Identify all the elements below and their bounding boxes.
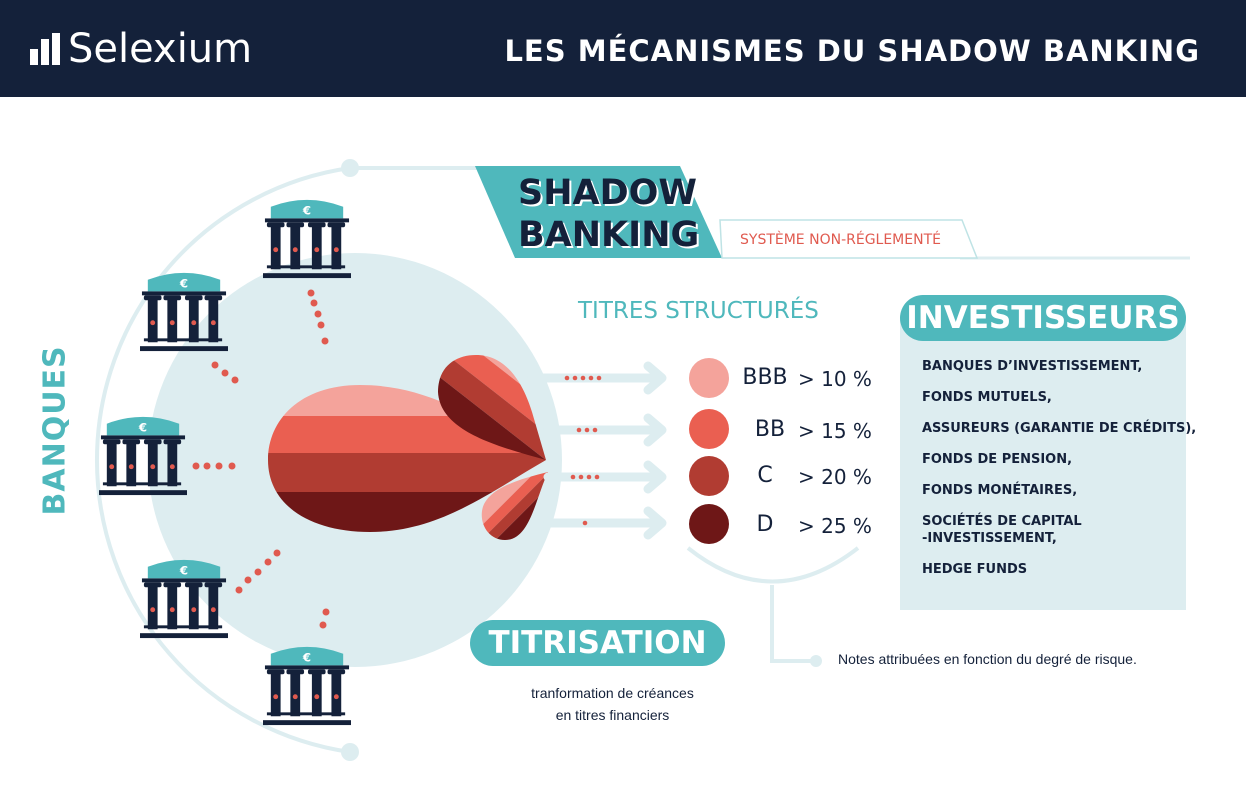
page-title: LES MÉCANISMES DU SHADOW BANKING	[504, 34, 1200, 68]
investors-heading: INVESTISSEURS	[900, 295, 1186, 341]
investor-item: FONDS MUTUELS,	[922, 390, 1052, 405]
titrisation-description: tranformation de créances en titres fina…	[531, 685, 694, 723]
bank-icon	[263, 646, 351, 726]
logo: Selexium	[68, 26, 253, 72]
rating-grade: BBB	[742, 365, 788, 390]
rating-rate: > 15 %	[798, 419, 872, 443]
investor-item: ASSUREURS (GARANTIE DE CRÉDITS),	[922, 421, 1197, 436]
investors-list: BANQUES D’INVESTISSEMENT, FONDS MUTUELS,…	[922, 358, 1196, 592]
title-line: BANKING	[518, 215, 700, 255]
bank-icon	[140, 272, 228, 352]
rating-rate: > 25 %	[798, 514, 872, 538]
ratings-note: Notes attribuées en fonction du degré de…	[838, 651, 1137, 667]
investor-item: HEDGE FUNDS	[922, 562, 1028, 577]
arc-end-dot	[341, 159, 359, 177]
titres-heading: TITRES STRUCTURÉS	[578, 298, 819, 324]
arc-end-dot	[341, 743, 359, 761]
investor-item: SOCIÉTÉS DE CAPITAL -INVESTISSEMENT,	[922, 514, 1082, 546]
header-bar: Selexium LES MÉCANISMES DU SHADOW BANKIN…	[0, 0, 1246, 97]
shadow-banking-banner	[475, 166, 722, 258]
banques-label: BANQUES	[37, 345, 73, 516]
flow-dots	[192, 289, 330, 629]
rating-dot-bb	[689, 409, 729, 449]
rating-rate: > 10 %	[798, 367, 872, 391]
rating-grade: BB	[754, 417, 786, 442]
logo-bars-icon	[30, 33, 60, 65]
investors-panel	[900, 318, 1186, 610]
investor-item: FONDS DE PENSION,	[922, 452, 1073, 467]
bank-icon	[263, 199, 351, 279]
rating-dot-d	[689, 504, 729, 544]
bank-icon	[99, 416, 187, 496]
rating-grade: C	[757, 463, 773, 488]
investor-item: FONDS MONÉTAIRES,	[922, 483, 1078, 498]
shadow-banking-subtitle: SYSTÈME NON-RÉGLEMENTÉ	[740, 232, 941, 248]
rating-grade: D	[756, 512, 774, 537]
rating-rate: > 20 %	[798, 465, 872, 489]
investor-item: BANQUES D’INVESTISSEMENT,	[922, 359, 1143, 374]
titrisation-heading: TITRISATION	[470, 620, 725, 666]
shadow-banking-title: SHADOW BANKING	[518, 172, 699, 256]
rating-dot-c	[689, 456, 729, 496]
tranche-arrows	[527, 361, 667, 540]
bank-icon	[140, 559, 228, 639]
title-line: SHADOW	[518, 173, 697, 213]
outer-arc	[95, 166, 351, 754]
rating-dot-bbb	[689, 358, 729, 398]
